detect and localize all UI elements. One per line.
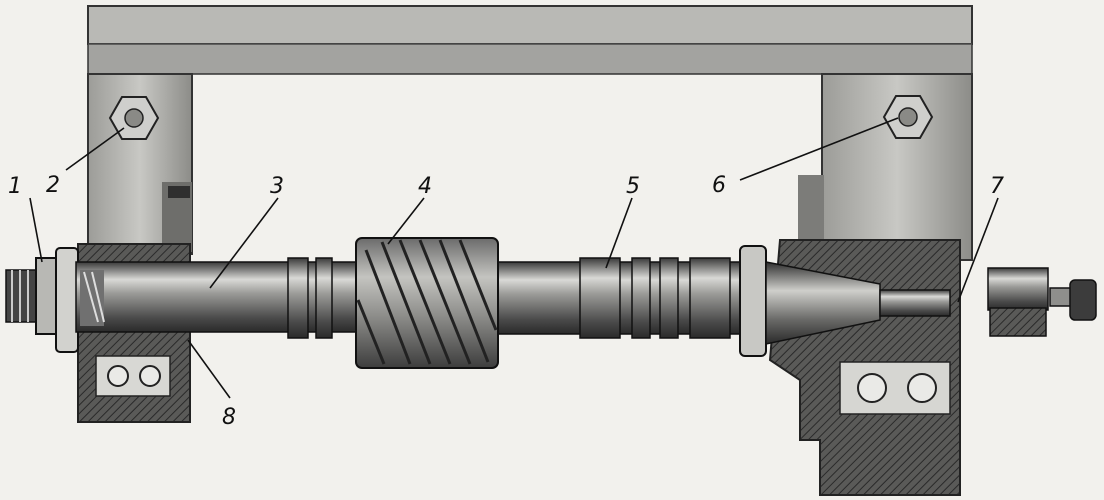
shaft-end-nut: [5, 247, 79, 353]
callout-number-1: 1: [8, 174, 22, 199]
callout-2: 2: [46, 127, 125, 198]
callout-6: 6: [712, 117, 899, 198]
callout-number-2: 2: [46, 173, 60, 198]
callout-3: 3: [209, 174, 284, 289]
callout-8: 8: [187, 339, 236, 430]
right-bracket: [798, 73, 973, 261]
main-shaft: [75, 257, 755, 339]
bracket-nut-right: [882, 95, 934, 139]
helical-gear: [355, 237, 499, 369]
callout-number-3: 3: [270, 174, 284, 199]
callout-number-6: 6: [712, 173, 726, 198]
callout-number-4: 4: [418, 174, 432, 199]
callout-1: 1: [8, 174, 43, 263]
flange-and-cone: [739, 245, 951, 357]
callout-number-5: 5: [626, 174, 640, 199]
callout-4: 4: [387, 174, 432, 245]
end-mandrel: [987, 267, 1097, 337]
callout-number-8: 8: [222, 405, 236, 430]
callout-number-7: 7: [990, 174, 1004, 199]
callout-5: 5: [605, 174, 640, 269]
top-frame: [87, 5, 973, 75]
callout-7: 7: [957, 174, 1004, 303]
